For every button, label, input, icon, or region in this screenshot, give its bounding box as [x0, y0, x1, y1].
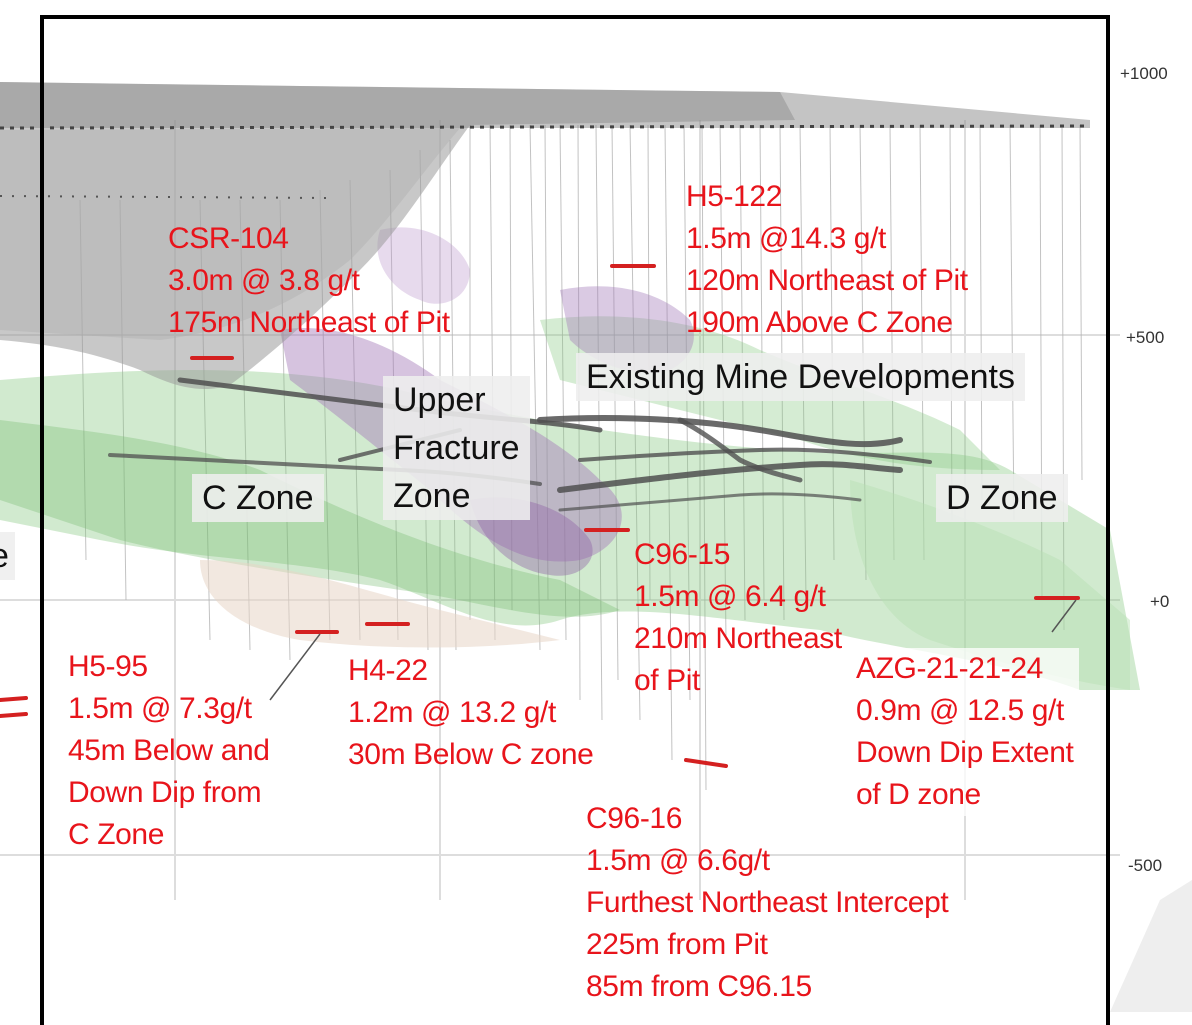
open-pit-wireframe [0, 82, 1091, 390]
annotation-azg-21-21-24: AZG-21-21-24 0.9m @ 12.5 g/t Down Dip Ex… [850, 648, 1080, 816]
axis-tick-plus-1000: +1000 [1120, 64, 1168, 83]
d-zone-label: D Zone [936, 474, 1068, 522]
annotation-csr-104: CSR-104 3.0m @ 3.8 g/t 175m Northeast of… [168, 222, 450, 339]
annotation-h5-122: H5-122 1.5m @14.3 g/t 120m Northeast of … [686, 180, 968, 339]
section-frame [40, 15, 1110, 1025]
leader-lines [269, 599, 1077, 701]
annotation-h5-95: H5-95 1.5m @ 7.3g/t 45m Below and Down D… [68, 650, 270, 851]
intercept-markers [0, 264, 1080, 768]
upper-fracture-zone-label: Upper Fracture Zone [383, 376, 530, 520]
intercept-offframe-2 [0, 712, 28, 718]
cut-off-zone-label: e [0, 532, 15, 580]
intercept-c9616 [684, 758, 728, 768]
axis-tick-minus-500: -500 [1128, 856, 1163, 875]
annotation-c96-15: C96-15 1.5m @ 6.4 g/t 210m Northeast of … [634, 538, 842, 697]
axis-tick-plus-500: +500 [1126, 328, 1165, 347]
axis-tick-zero: +0 [1150, 592, 1170, 611]
existing-mine-developments-label: Existing Mine Developments [576, 353, 1025, 401]
annotation-h4-22: H4-22 1.2m @ 13.2 g/t 30m Below C zone [348, 654, 594, 771]
intercept-offframe-1 [0, 696, 28, 702]
c-zone-label: C Zone [192, 474, 324, 522]
annotation-c96-16: C96-16 1.5m @ 6.6g/t Furthest Northeast … [586, 802, 949, 1003]
corner-wedge-shape [1110, 880, 1192, 1012]
